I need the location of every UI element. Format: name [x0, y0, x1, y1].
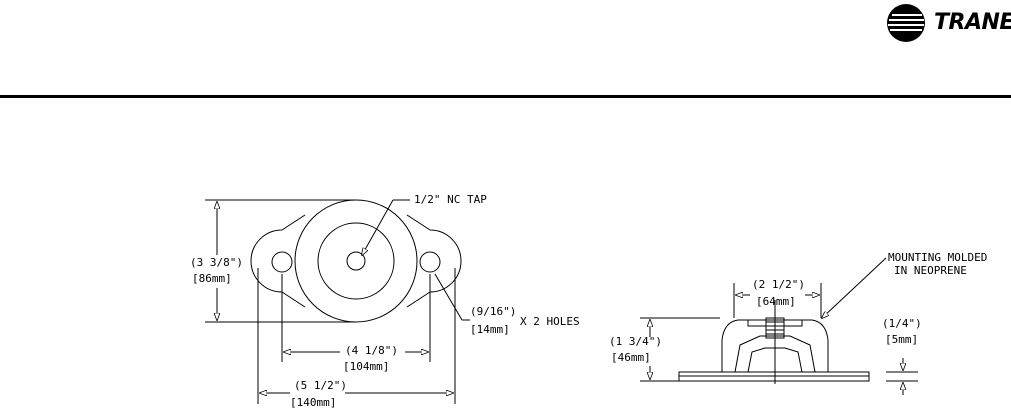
boss-outer-circle: [294, 199, 418, 323]
top-view: [205, 199, 470, 404]
side-view: [640, 257, 918, 395]
side-height-mm-label: [46mm]: [611, 351, 651, 364]
boss-inner-circle: [317, 222, 395, 300]
top-width-in-label: (2 1/2"): [752, 278, 805, 291]
hole-spacing-mm-label: [104mm]: [343, 360, 389, 373]
trane-logo: [887, 4, 925, 42]
tap-label: 1/2" NC TAP: [414, 193, 487, 206]
base-thk-in-label: (1/4"): [882, 317, 922, 330]
hole-count-label: X 2 HOLES: [520, 315, 580, 328]
header-rule: [0, 95, 1011, 98]
width-in-label: (5 1/2"): [294, 379, 347, 392]
top-width-mm-label: [64mm]: [756, 295, 796, 308]
note-line-2: IN NEOPRENE: [894, 264, 967, 277]
base-thk-mm-label: [5mm]: [885, 333, 918, 346]
height-mm-label: [86mm]: [192, 272, 232, 285]
note-line-1: MOUNTING MOLDED: [888, 251, 987, 264]
width-mm-label: [140mm]: [290, 396, 336, 409]
hole-mm-label: [14mm]: [470, 323, 510, 336]
brand-wordmark: TRANE: [934, 10, 1011, 35]
tap-hole: [346, 251, 366, 271]
flange-outline: [250, 214, 462, 308]
mounting-hole-left: [271, 251, 293, 273]
mounting-hole-right: [419, 251, 441, 273]
hole-spacing-in-label: (4 1/8"): [345, 344, 398, 357]
hole-in-label: (9/16"): [470, 305, 516, 318]
side-height-in-label: (1 3/4"): [609, 335, 662, 348]
height-in-label: (3 3/8"): [190, 256, 243, 269]
